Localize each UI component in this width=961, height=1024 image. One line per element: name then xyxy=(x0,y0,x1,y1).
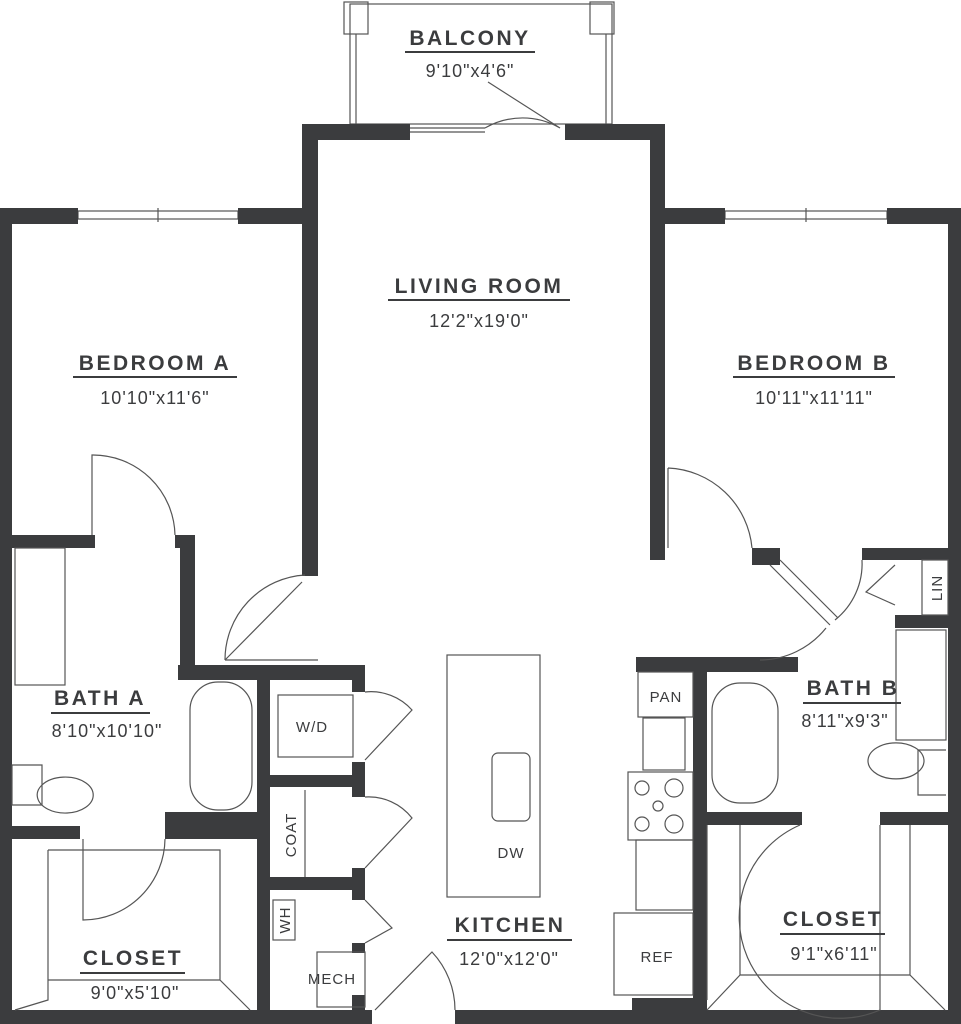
balcony-size: 9'10"x4'6" xyxy=(426,61,515,81)
closet-b-label: CLOSET xyxy=(783,908,883,931)
fixture-labels: W/D COAT WH MECH PAN REF DW LIN xyxy=(277,575,946,988)
refrigerator xyxy=(613,912,694,996)
room-labels: BALCONY 9'10"x4'6" LIVING ROOM 12'2"x19'… xyxy=(51,27,901,1003)
toilet-a xyxy=(11,764,94,814)
bedroom-b-size: 10'11"x11'11" xyxy=(755,388,873,408)
living-room-label: LIVING ROOM xyxy=(395,275,564,298)
balcony-label: BALCONY xyxy=(409,27,530,50)
bath-a-label: BATH A xyxy=(54,687,146,710)
mech-label: MECH xyxy=(308,971,356,988)
kitchen-island xyxy=(446,654,541,898)
bath-b-size: 8'11"x9'3" xyxy=(801,711,888,731)
doors xyxy=(82,454,896,1019)
balcony-post-right xyxy=(589,1,615,35)
kitchen-label: KITCHEN xyxy=(455,914,566,937)
coat-label: COAT xyxy=(283,813,300,858)
closet-a-size: 9'0"x5'10" xyxy=(91,983,180,1003)
balcony-door xyxy=(484,81,561,129)
balcony xyxy=(343,1,615,133)
vanity-a xyxy=(14,547,66,686)
linen-label: LIN xyxy=(929,575,946,601)
balcony-post-left xyxy=(343,1,369,35)
bedroom-a-label: BEDROOM A xyxy=(79,352,231,375)
bathtub-b xyxy=(711,682,779,804)
sink xyxy=(491,752,531,822)
closet-a-shelves xyxy=(14,849,251,1011)
fixtures xyxy=(11,547,949,1011)
vanity-b xyxy=(895,629,947,741)
wh-label: WH xyxy=(277,907,294,934)
refrigerator-label: REF xyxy=(641,949,674,966)
pantry-label: PAN xyxy=(650,689,683,706)
living-room-size: 12'2"x19'0" xyxy=(429,311,529,331)
closet-a-label: CLOSET xyxy=(83,947,183,970)
closet-b-shelves xyxy=(706,825,946,1011)
bath-a-size: 8'10"x10'10" xyxy=(52,721,163,741)
closet-b-size: 9'1"x6'11" xyxy=(790,944,877,964)
toilet-b xyxy=(867,742,946,796)
kitchen-size: 12'0"x12'0" xyxy=(459,949,559,969)
bedroom-a-size: 10'10"x11'6" xyxy=(100,388,209,408)
walls xyxy=(0,124,961,1024)
washer-dryer xyxy=(277,694,354,758)
bedroom-b-label: BEDROOM B xyxy=(737,352,890,375)
dishwasher-label: DW xyxy=(498,845,525,862)
bath-b-label: BATH B xyxy=(807,677,900,700)
bathtub-a xyxy=(189,681,253,811)
wd-label: W/D xyxy=(296,719,328,736)
windows xyxy=(77,208,888,222)
